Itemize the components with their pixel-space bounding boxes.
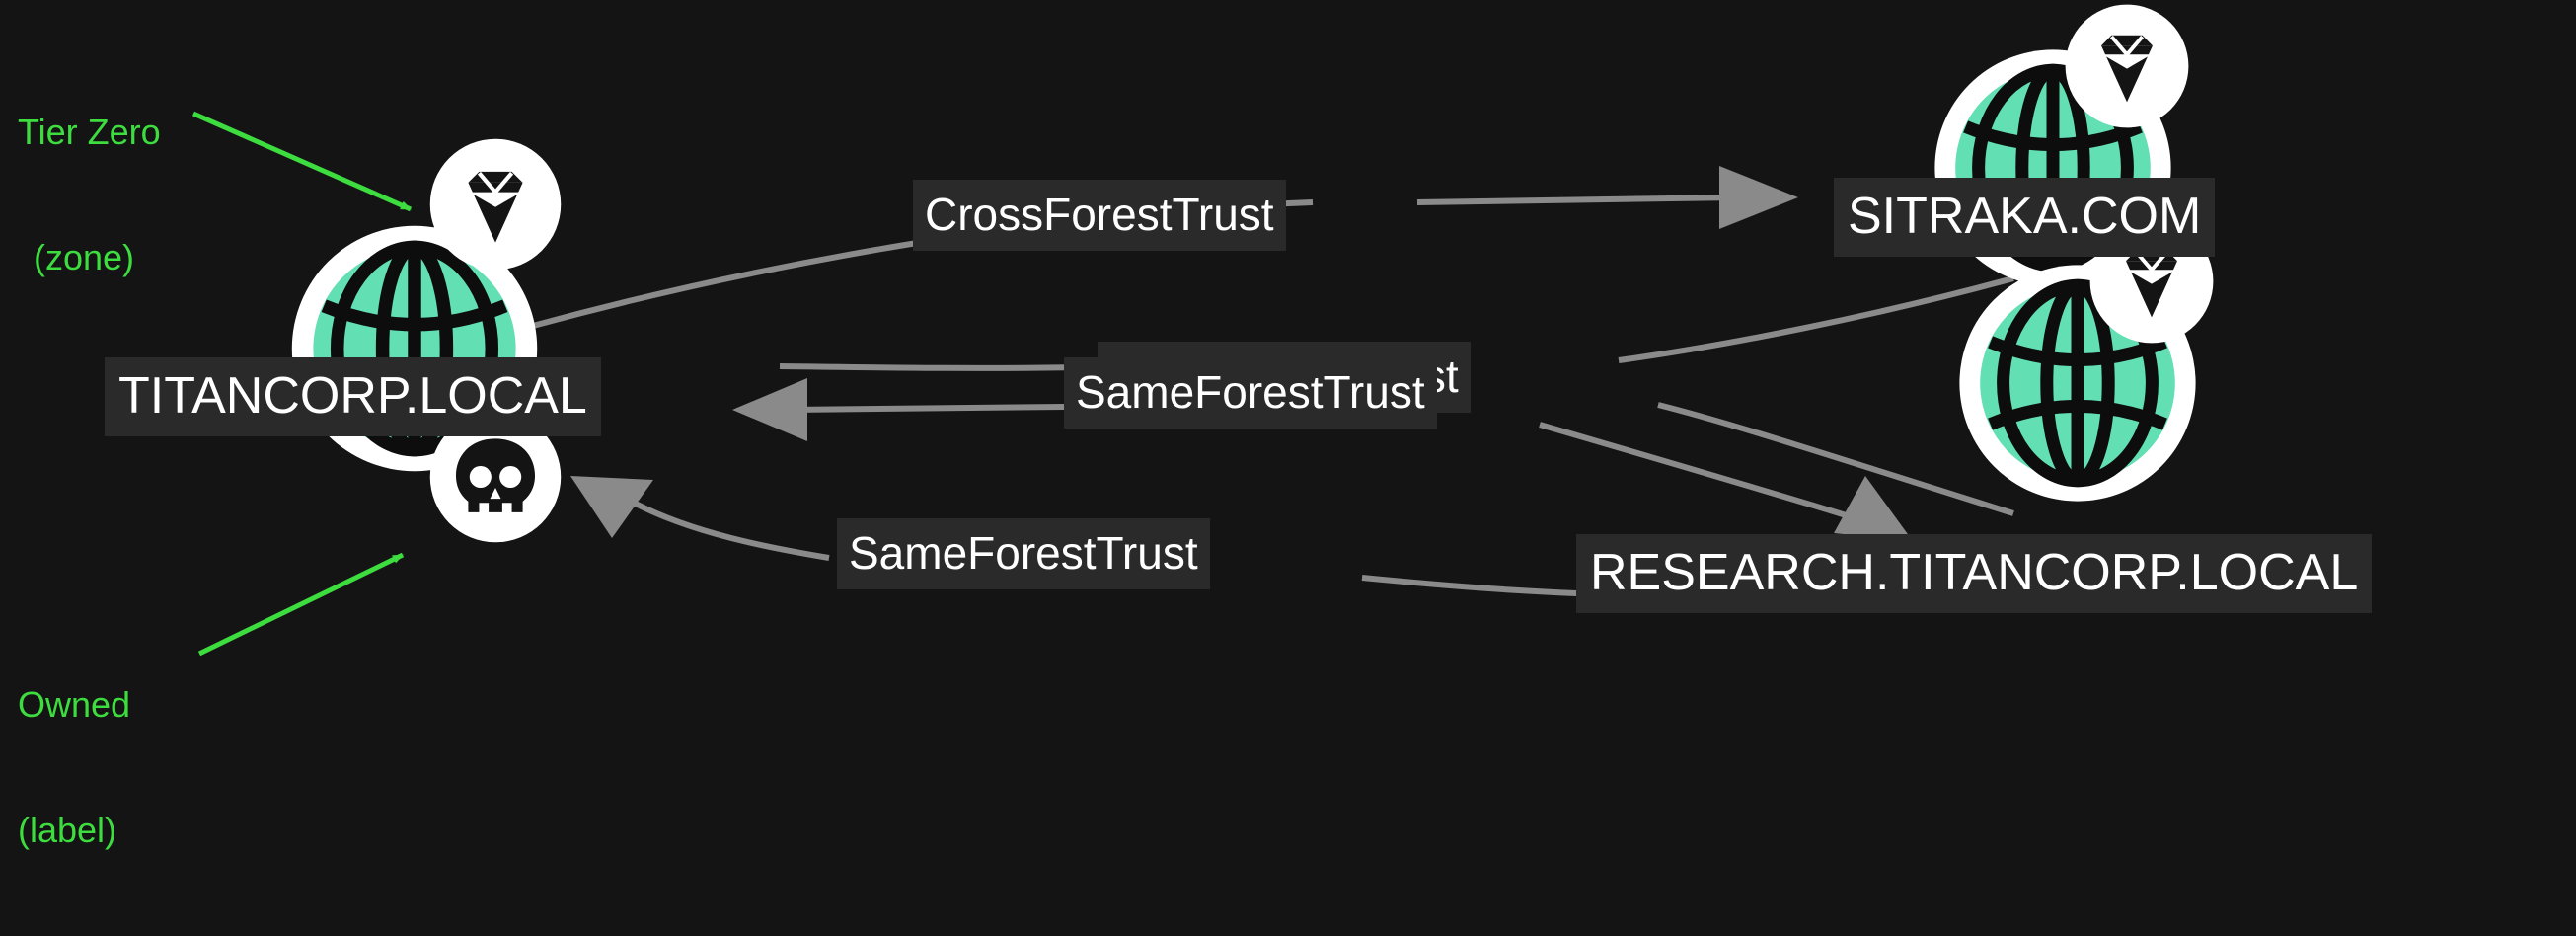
annotation-owned: Owned (label) <box>18 600 130 936</box>
owned-arrow <box>197 552 405 657</box>
edge-research-inbound <box>1539 422 1913 541</box>
titancorp-gem-badge[interactable] <box>427 136 564 277</box>
gem-icon <box>2065 4 2189 128</box>
annotation-tier-zero-line1: Tier Zero <box>18 111 161 152</box>
annotation-owned-line2: (label) <box>18 810 117 851</box>
annotation-tier-zero: Tier Zero (zone) <box>18 28 161 363</box>
node-titancorp[interactable] <box>281 138 562 543</box>
annotation-owned-line1: Owned <box>18 683 131 725</box>
node-label-research[interactable]: RESEARCH.TITANCORP.LOCAL <box>1576 534 2373 613</box>
edge-label-same-forest-trust-lower[interactable]: SameForestTrust <box>837 518 1210 589</box>
graph-canvas[interactable]: SameForestTrust SameForestTrust CrossFor… <box>0 0 2576 850</box>
gem-icon <box>429 138 562 271</box>
node-label-sitraka[interactable]: SITRAKA.COM <box>1834 178 2216 257</box>
edge-label-cross-forest-trust[interactable]: CrossForestTrust <box>913 180 1286 251</box>
edge-label-same-forest-trust-front[interactable]: SameForestTrust <box>1064 357 1437 429</box>
tier-zero-arrow <box>191 111 413 212</box>
sitraka-gem-badge[interactable] <box>2063 2 2191 135</box>
annotation-tier-zero-line2: (zone) <box>34 237 135 278</box>
skull-icon <box>429 411 562 543</box>
titancorp-skull-badge[interactable] <box>427 409 564 550</box>
node-research[interactable] <box>1949 219 2214 511</box>
node-label-titancorp[interactable]: TITANCORP.LOCAL <box>105 357 601 436</box>
